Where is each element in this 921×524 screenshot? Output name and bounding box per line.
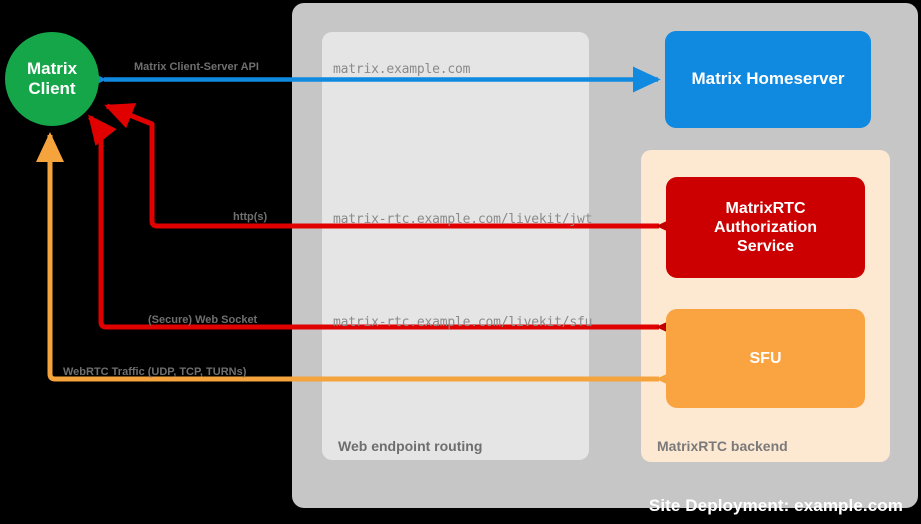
node-auth-line2: Authorization <box>713 218 818 236</box>
node-auth-line1: MatrixRTC <box>725 199 806 217</box>
endpoint-url-matrix: matrix.example.com <box>333 62 471 77</box>
node-matrix-homeserver-label: Matrix Homeserver <box>691 69 845 89</box>
node-matrix-client-line2: Client <box>28 79 76 98</box>
node-matrix-client-line1: Matrix <box>26 59 78 79</box>
node-matrix-client[interactable]: Matrix Client <box>5 32 99 126</box>
web-endpoint-routing-label: Web endpoint routing <box>338 438 483 454</box>
connection-https <box>104 103 685 240</box>
node-sfu[interactable]: SFU <box>666 309 865 408</box>
node-matrix-homeserver[interactable]: Matrix Homeserver <box>665 31 871 128</box>
connection-webrtc <box>36 132 687 393</box>
endpoint-url-sfu: matrix-rtc.example.com/livekit/sfu <box>333 315 593 330</box>
matrixrtc-backend-label: MatrixRTC backend <box>657 438 788 454</box>
connection-label-websocket: (Secure) Web Socket <box>148 314 258 326</box>
connection-label-https: http(s) <box>233 211 268 223</box>
node-auth-line3: Service <box>737 238 794 256</box>
connection-label-cs-api: Matrix Client-Server API <box>134 61 259 73</box>
site-deployment-label: Site Deployment: example.com <box>648 496 903 515</box>
connection-label-webrtc: WebRTC Traffic (UDP, TCP, TURNs) <box>63 366 247 378</box>
node-sfu-label: SFU <box>749 349 782 367</box>
node-matrixrtc-authorization-service[interactable]: MatrixRTC Authorization Service <box>666 177 865 278</box>
endpoint-url-jwt: matrix-rtc.example.com/livekit/jwt <box>333 212 593 227</box>
